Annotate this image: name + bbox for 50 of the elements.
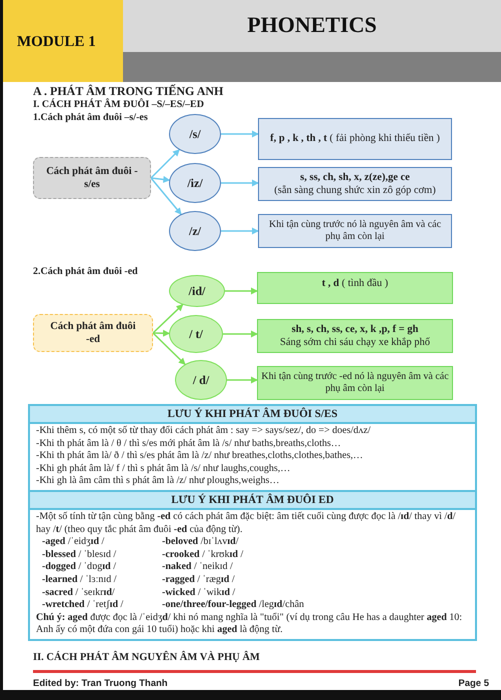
note-text: -Khi th phát âm là/ ð / thì s/es phát âm là /z/ như breathes,cloths,clothes,bathes,… xyxy=(36,450,364,463)
arrow xyxy=(150,178,182,215)
note-text: -Khi th phát âm là / θ / thì s/es mới phát âm là /s/ như baths,breaths,cloths… xyxy=(36,438,342,450)
arrow xyxy=(227,376,258,384)
word-pronunciation: -sacred / ˈseɪkrɪd/ xyxy=(42,586,116,600)
footer-credit: Edited by: Tran Truong Thanh xyxy=(33,678,168,689)
arrow xyxy=(221,130,259,138)
word-pronunciation: -one/three/four-legged /legɪd/chân xyxy=(162,599,306,612)
note-text: Chú ý: aged được đọc là /ˈeidʒd/ khi nó mang nghĩa là "tuổi" (ví dụ trong câu He has a daughter aged 10: Anh ấy có một đứa con gái 10 tuổi) hoặc khi aged là động từ. xyxy=(36,612,464,637)
word-pronunciation: -wicked / ˈwikɪd / xyxy=(162,586,236,600)
sound-ellipse: /id/ xyxy=(169,275,225,307)
word-pronunciation: -dogged / ˈdɒgɪd / xyxy=(42,561,117,574)
word-pronunciation: -wretched / ˈretʃɪd / xyxy=(42,599,124,612)
subsection-heading: I. CÁCH PHÁT ÂM ĐUÔI –S/–ES/–ED xyxy=(33,99,204,110)
process-box: Cách phát âm đuôi -s/es xyxy=(33,157,151,199)
note-text: -Một số tính từ tận cùng bằng -ed có cách phát âm đặc biệt: âm tiết cuối cùng được đọc là /ɪd/ thay vì /d/ hay /t/ (theo quy tắc phát âm đuôi -ed của động từ). xyxy=(36,510,457,536)
sound-ellipse: /s/ xyxy=(169,114,221,154)
arrow xyxy=(223,330,258,338)
sound-ellipse: /iz/ xyxy=(169,163,221,203)
module-label: MODULE 1 xyxy=(17,34,96,51)
arrow xyxy=(225,288,258,294)
subsection-heading: 1.Cách phát âm đuôi –s/-es xyxy=(33,112,148,123)
arrow xyxy=(152,332,186,365)
sound-ellipse: / t/ xyxy=(169,315,223,353)
word-pronunciation: -learned / ˈlɜːnɪd / xyxy=(42,574,118,587)
table-header: LƯU Ý KHI PHÁT ÂM ĐUÔI S/ES xyxy=(30,406,475,424)
arrow xyxy=(221,228,259,234)
sound-ellipse: / d/ xyxy=(175,360,227,400)
process-box: Cách phát âm đuôi -ed xyxy=(33,314,153,352)
section-heading: II. CÁCH PHÁT ÂM NGUYÊN ÂM VÀ PHỤ ÂM xyxy=(33,652,260,663)
arrow xyxy=(150,176,170,183)
arrow xyxy=(152,330,170,337)
arrow xyxy=(152,304,184,334)
arrow xyxy=(221,180,259,186)
table-header: LƯU Ý KHI PHÁT ÂM ĐUÔI ED xyxy=(30,490,475,510)
sound-ellipse: /z/ xyxy=(169,211,221,251)
word-pronunciation: -ragged / ˈrægɪd / xyxy=(162,574,236,587)
note-text: -Khi gh là âm câm thì s phát âm là /z/ như ploughs,weighs… xyxy=(36,475,280,488)
word-pronunciation: -naked / ˈneikɪd / xyxy=(162,561,234,574)
word-pronunciation: -blessed / ˈblesɪd / xyxy=(42,548,118,562)
page-number: Page 5 xyxy=(458,678,489,689)
page-title: PHONETICS xyxy=(246,12,378,38)
subsection-heading: 2.Cách phát âm đuôi -ed xyxy=(33,266,138,277)
word-pronunciation: -aged /ˈeidʒɪd / xyxy=(42,536,106,549)
word-pronunciation: -beloved /bɪˈlʌvɪd/ xyxy=(162,536,240,549)
word-pronunciation: -crooked / ˈkrʊkɪd / xyxy=(162,548,244,562)
note-text: -Khi thêm s, có một số từ thay đổi cách phát âm : say => says/sez/, do => does/dʌz/ xyxy=(36,425,372,438)
note-text: -Khi gh phát âm là/ f / thì s phát âm là /s/ như laughs,coughs,… xyxy=(36,462,292,476)
arrow xyxy=(150,149,180,179)
section-heading: A . PHÁT ÂM TRONG TIẾNG ANH xyxy=(33,84,224,98)
